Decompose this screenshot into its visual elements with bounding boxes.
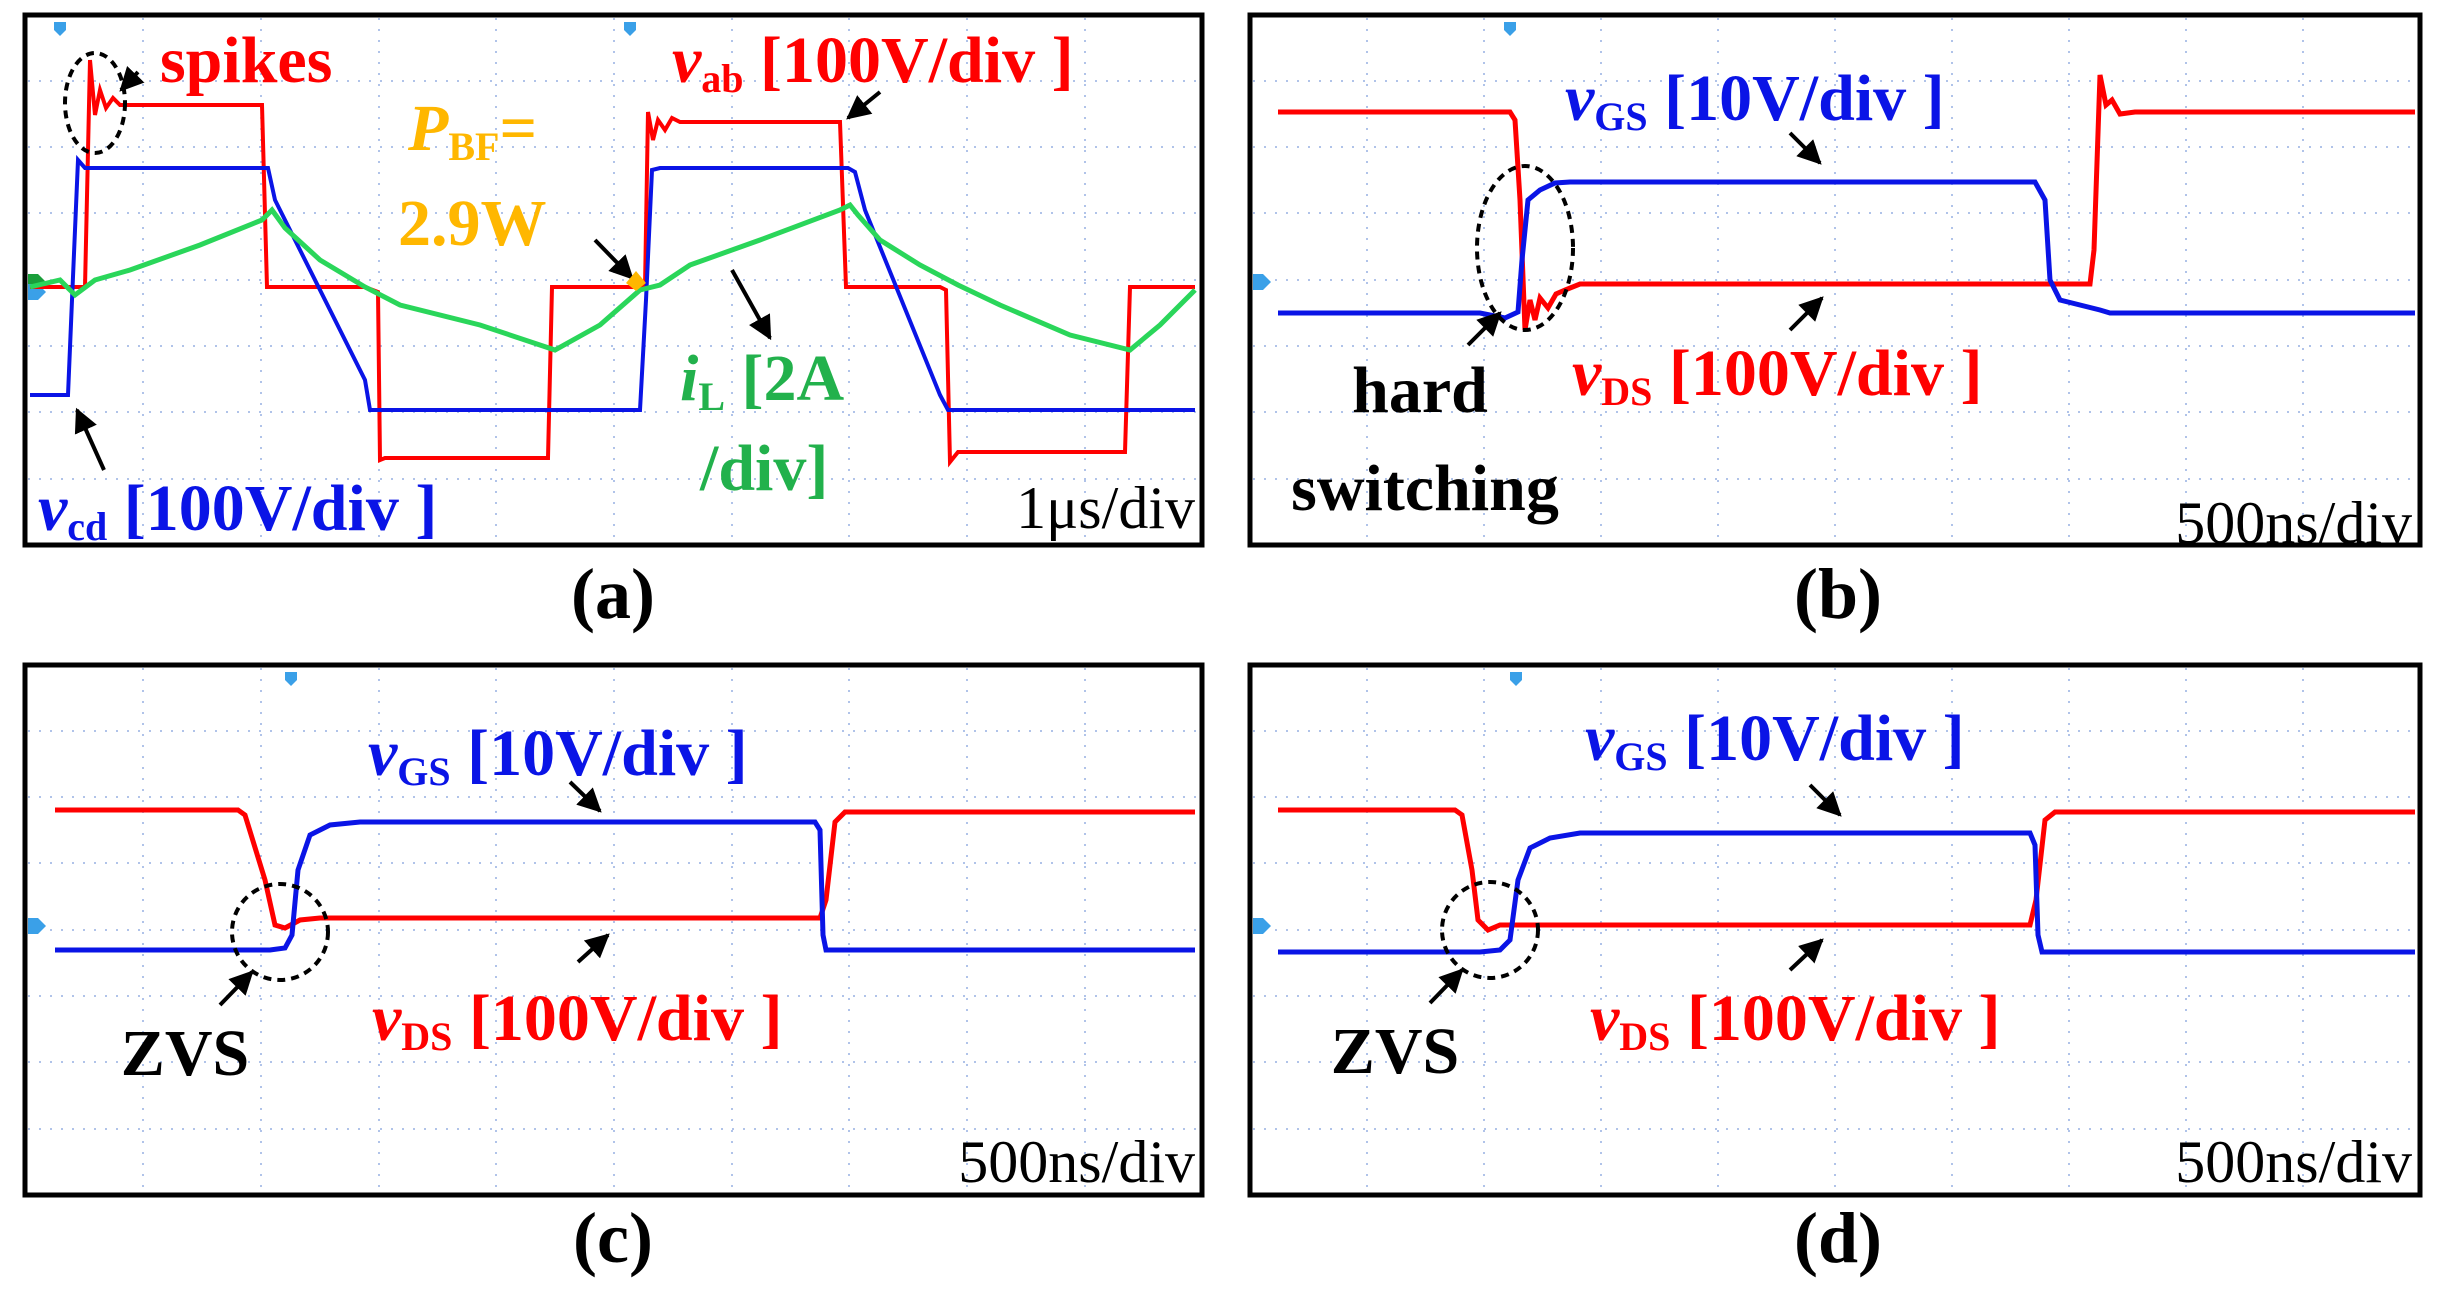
ground-marker-icon	[1253, 918, 1271, 934]
trigger-marker-icon	[1510, 672, 1522, 686]
arrow	[1788, 296, 1824, 332]
label-vds: vDS [100V/div ]	[1572, 337, 1982, 414]
arrow	[730, 269, 772, 341]
label-zvs: ZVS	[1331, 1015, 1459, 1088]
label-vgs: vGS [10V/div ]	[368, 717, 748, 794]
label-zvs: ZVS	[121, 1017, 249, 1090]
label-vgs: vGS [10V/div ]	[1565, 62, 1945, 139]
spikes-circle	[63, 51, 127, 155]
label-switching: switching	[1291, 452, 1559, 525]
label-il: iL [2A	[680, 342, 845, 419]
timebase-label: 500ns/div	[2175, 490, 2412, 556]
hard-switching-circle	[1475, 164, 1575, 332]
panel-d-grid	[1253, 668, 2417, 1192]
arrow	[1428, 968, 1464, 1005]
arrow	[846, 90, 882, 120]
panel-b: vGS [10V/div ] vDS [100V/div ] hard swit…	[1247, 12, 2423, 634]
caption-d: (d)	[1794, 1198, 1882, 1278]
label-il-scale: /div]	[699, 432, 828, 505]
trace-vds	[1278, 74, 2415, 331]
trigger-marker-icon	[624, 22, 636, 36]
trace-vgs	[1278, 830, 2415, 955]
arrow	[218, 970, 254, 1007]
trace-il	[29, 201, 1197, 353]
label-vds: vDS [100V/div ]	[372, 982, 782, 1059]
panel-c: ZVS vGS [10V/div ] vDS [100V/div ] 500ns…	[22, 662, 1205, 1278]
caption-c: (c)	[573, 1198, 653, 1278]
timebase-label: 500ns/div	[958, 1129, 1195, 1195]
trigger-marker-icon	[54, 22, 66, 36]
trace-vds	[55, 807, 1195, 931]
zvs-circle	[1440, 880, 1540, 980]
pbf-area-marker	[626, 271, 646, 291]
trace-vcd	[30, 154, 1195, 412]
label-pbf-value: 2.9W	[398, 187, 547, 260]
arrow	[568, 780, 602, 813]
label-pbf: PBF=	[407, 92, 537, 169]
arrow	[1788, 938, 1824, 972]
arrow	[593, 238, 634, 280]
trace-vab	[30, 59, 1195, 468]
ground-marker-icon	[28, 918, 46, 934]
arrow	[1466, 311, 1502, 347]
label-vcd: vcd [100V/div ]	[38, 472, 437, 549]
arrow	[1788, 131, 1822, 165]
ground-marker-icon	[1253, 274, 1271, 290]
label-vab: vab [100V/div ]	[672, 24, 1074, 101]
panel-d: ZVS vGS [10V/div ] vDS [100V/div ] 500ns…	[1247, 662, 2423, 1278]
trace-vgs	[55, 819, 1195, 953]
zvs-circle	[230, 882, 330, 982]
panel-a: spikes vab [100V/div ] PBF= 2.9W iL [2A …	[22, 12, 1205, 634]
arrow	[119, 66, 145, 92]
arrow	[576, 933, 610, 964]
trigger-marker-icon	[285, 672, 297, 686]
caption-b: (b)	[1794, 554, 1882, 634]
label-hard: hard	[1352, 354, 1488, 427]
trigger-marker-icon	[1504, 22, 1516, 36]
timebase-label: 500ns/div	[2175, 1129, 2412, 1195]
panel-d-frame	[1247, 662, 2423, 1198]
label-spikes: spikes	[160, 24, 332, 97]
caption-a: (a)	[571, 554, 655, 634]
arrow	[74, 407, 106, 471]
panel-c-frame	[22, 662, 1205, 1198]
timebase-label: 1μs/div	[1016, 475, 1195, 541]
panel-b-grid	[1253, 18, 2417, 542]
label-vds: vDS [100V/div ]	[1590, 982, 2000, 1059]
arrow	[1808, 783, 1842, 817]
trace-vgs	[1278, 179, 2415, 321]
label-vgs: vGS [10V/div ]	[1585, 702, 1965, 779]
panel-b-frame	[1247, 12, 2423, 548]
